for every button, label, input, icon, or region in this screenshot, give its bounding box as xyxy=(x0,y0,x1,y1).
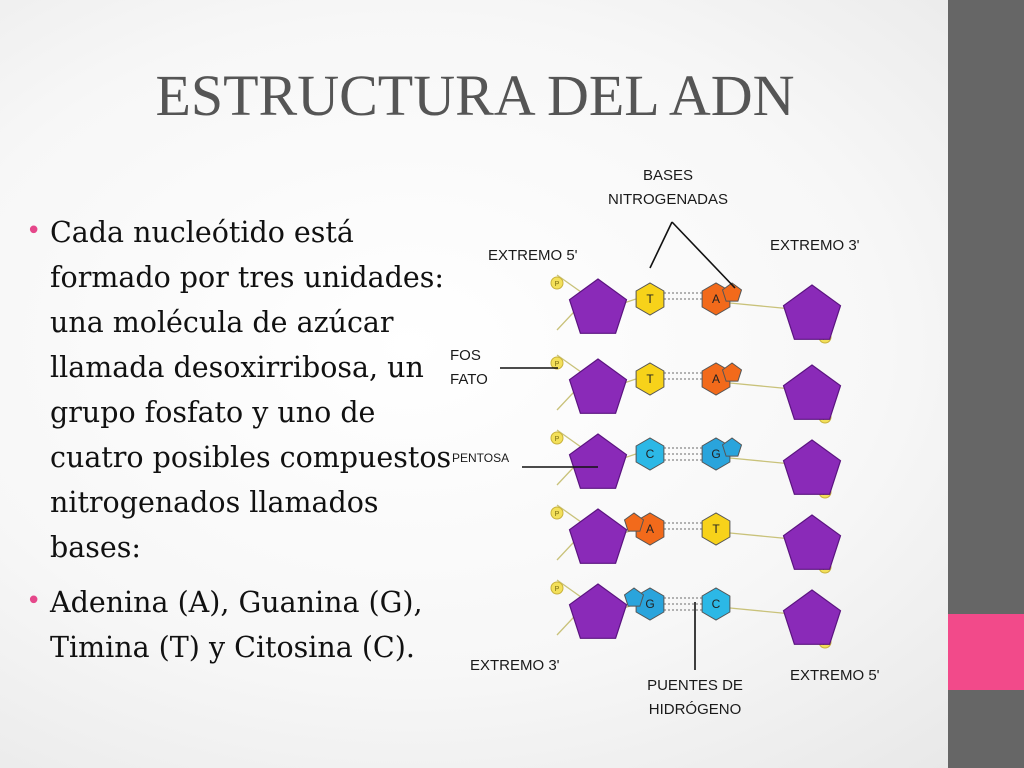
right-sugar-pentose xyxy=(782,284,842,340)
dna-structure-diagram: PPTAPPTAPPCGPPATPPGC BASES NITROGENADAS … xyxy=(450,167,880,718)
bullet-list: • Cada nucleótido está formado por tres … xyxy=(26,210,466,680)
right-sugar-pentose xyxy=(782,514,842,570)
label-fosfato-line2: FATO xyxy=(450,371,488,388)
bullet-dot: • xyxy=(26,586,42,616)
base-letter: G xyxy=(645,597,654,611)
right-sugar-pentose xyxy=(782,589,842,645)
phosphate-group xyxy=(550,581,564,595)
side-accent xyxy=(948,614,1024,690)
phosphate-label: P xyxy=(555,511,560,518)
right-sugar-pentose xyxy=(782,364,842,420)
label-extremo5-bottom: EXTREMO 5' xyxy=(790,667,880,684)
left-sugar-pentose xyxy=(568,278,628,334)
purine-ring xyxy=(721,282,743,302)
nitrogenous-base-T xyxy=(701,512,731,546)
sugar-base-link xyxy=(729,382,793,390)
base-letter: G xyxy=(711,447,720,461)
sugar-base-link xyxy=(729,607,793,615)
label-extremo3-bottom: EXTREMO 3' xyxy=(470,657,560,674)
label-extremo5-top: EXTREMO 5' xyxy=(488,247,578,264)
purine-ring xyxy=(721,437,743,457)
bullet-text: Adenina (A), Guanina (G), Timina (T) y C… xyxy=(50,586,423,664)
sugar-base-link xyxy=(729,457,793,465)
slide-title: ESTRUCTURA DEL ADN xyxy=(155,63,795,128)
base-letter: C xyxy=(646,447,655,461)
nitrogenous-base-T xyxy=(635,282,665,316)
bullet-dot: • xyxy=(26,216,42,246)
pointer-lines xyxy=(500,221,736,670)
label-bases-line2: NITROGENADAS xyxy=(608,191,728,208)
nitrogenous-base-C xyxy=(635,437,665,471)
phosphate-label: P xyxy=(555,436,560,443)
base-letter: T xyxy=(646,292,654,306)
phosphate-label: P xyxy=(555,281,560,288)
left-sugar-pentose xyxy=(568,508,628,564)
pointer-line xyxy=(649,221,673,269)
phosphate-group xyxy=(550,431,564,445)
purine-ring xyxy=(721,362,743,382)
sugar-base-link xyxy=(729,532,793,540)
left-sugar-pentose xyxy=(568,433,628,489)
sugar-base-link xyxy=(729,302,793,310)
phosphate-label: P xyxy=(555,586,560,593)
phosphate-group xyxy=(550,506,564,520)
bullet-item: • Adenina (A), Guanina (G), Timina (T) y… xyxy=(26,580,466,670)
bullet-item: • Cada nucleótido está formado por tres … xyxy=(26,210,466,570)
bullet-text: Cada nucleótido está formado por tres un… xyxy=(50,216,452,564)
label-bases-line1: BASES xyxy=(643,167,693,184)
base-letter: A xyxy=(712,292,720,306)
left-sugar-pentose xyxy=(568,358,628,414)
label-extremo3-top: EXTREMO 3' xyxy=(770,237,860,254)
base-letter: T xyxy=(712,522,720,536)
right-sugar-pentose xyxy=(782,439,842,495)
base-letter: T xyxy=(646,372,654,386)
pointer-line xyxy=(671,221,736,289)
left-sugar-pentose xyxy=(568,583,628,639)
base-letter: A xyxy=(712,372,720,386)
nucleotide-units: PPTAPPTAPPCGPPATPPGC xyxy=(550,276,842,649)
phosphate-group xyxy=(550,276,564,290)
label-puentes-line1: PUENTES DE xyxy=(647,677,743,694)
base-letter: A xyxy=(646,522,654,536)
purine-ring xyxy=(623,587,645,607)
label-fosfato-line1: FOS xyxy=(450,347,481,364)
base-letter: C xyxy=(712,597,721,611)
nitrogenous-base-C xyxy=(701,587,731,621)
purine-ring xyxy=(623,512,645,532)
phosphate-group xyxy=(550,356,564,370)
nitrogenous-base-T xyxy=(635,362,665,396)
phosphate-label: P xyxy=(555,361,560,368)
label-puentes-line2: HIDRÓGENO xyxy=(649,701,742,718)
label-pentosa: PENTOSA xyxy=(452,451,509,465)
